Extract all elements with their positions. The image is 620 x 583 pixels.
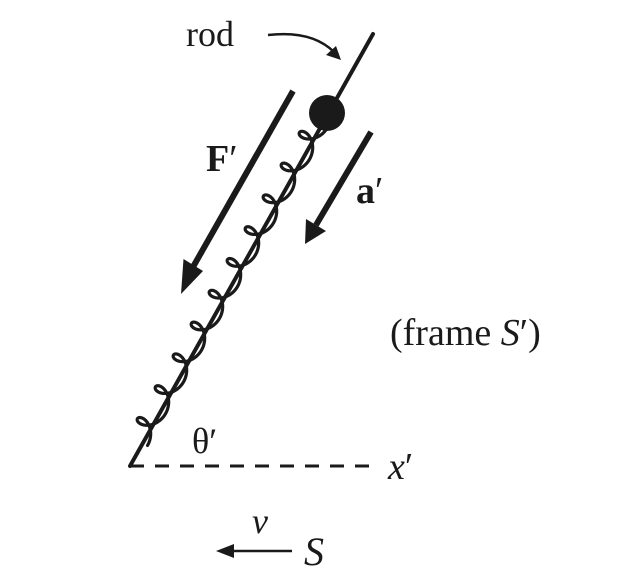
rod-pointer-head [326, 46, 341, 60]
velocity-label: v [252, 501, 268, 541]
rod-pointer-curve [267, 32, 335, 53]
mass-bead [309, 95, 345, 131]
force-arrow-head [181, 259, 203, 294]
spring-coil [135, 125, 330, 448]
accel-label: a′ [356, 170, 383, 212]
force-arrow-shaft [190, 89, 296, 269]
force-label: F′ [206, 138, 238, 180]
velocity-arrow-head [216, 544, 234, 558]
rod-label: rod [186, 14, 234, 54]
accel-arrow-head [305, 219, 326, 244]
x-prime-axis-label: x′ [387, 446, 413, 488]
frame-label: (frame S′) [390, 312, 541, 354]
ground-frame-label: S [304, 529, 324, 574]
accel-arrow-shaft [313, 130, 374, 227]
angle-label: θ′ [192, 421, 217, 461]
